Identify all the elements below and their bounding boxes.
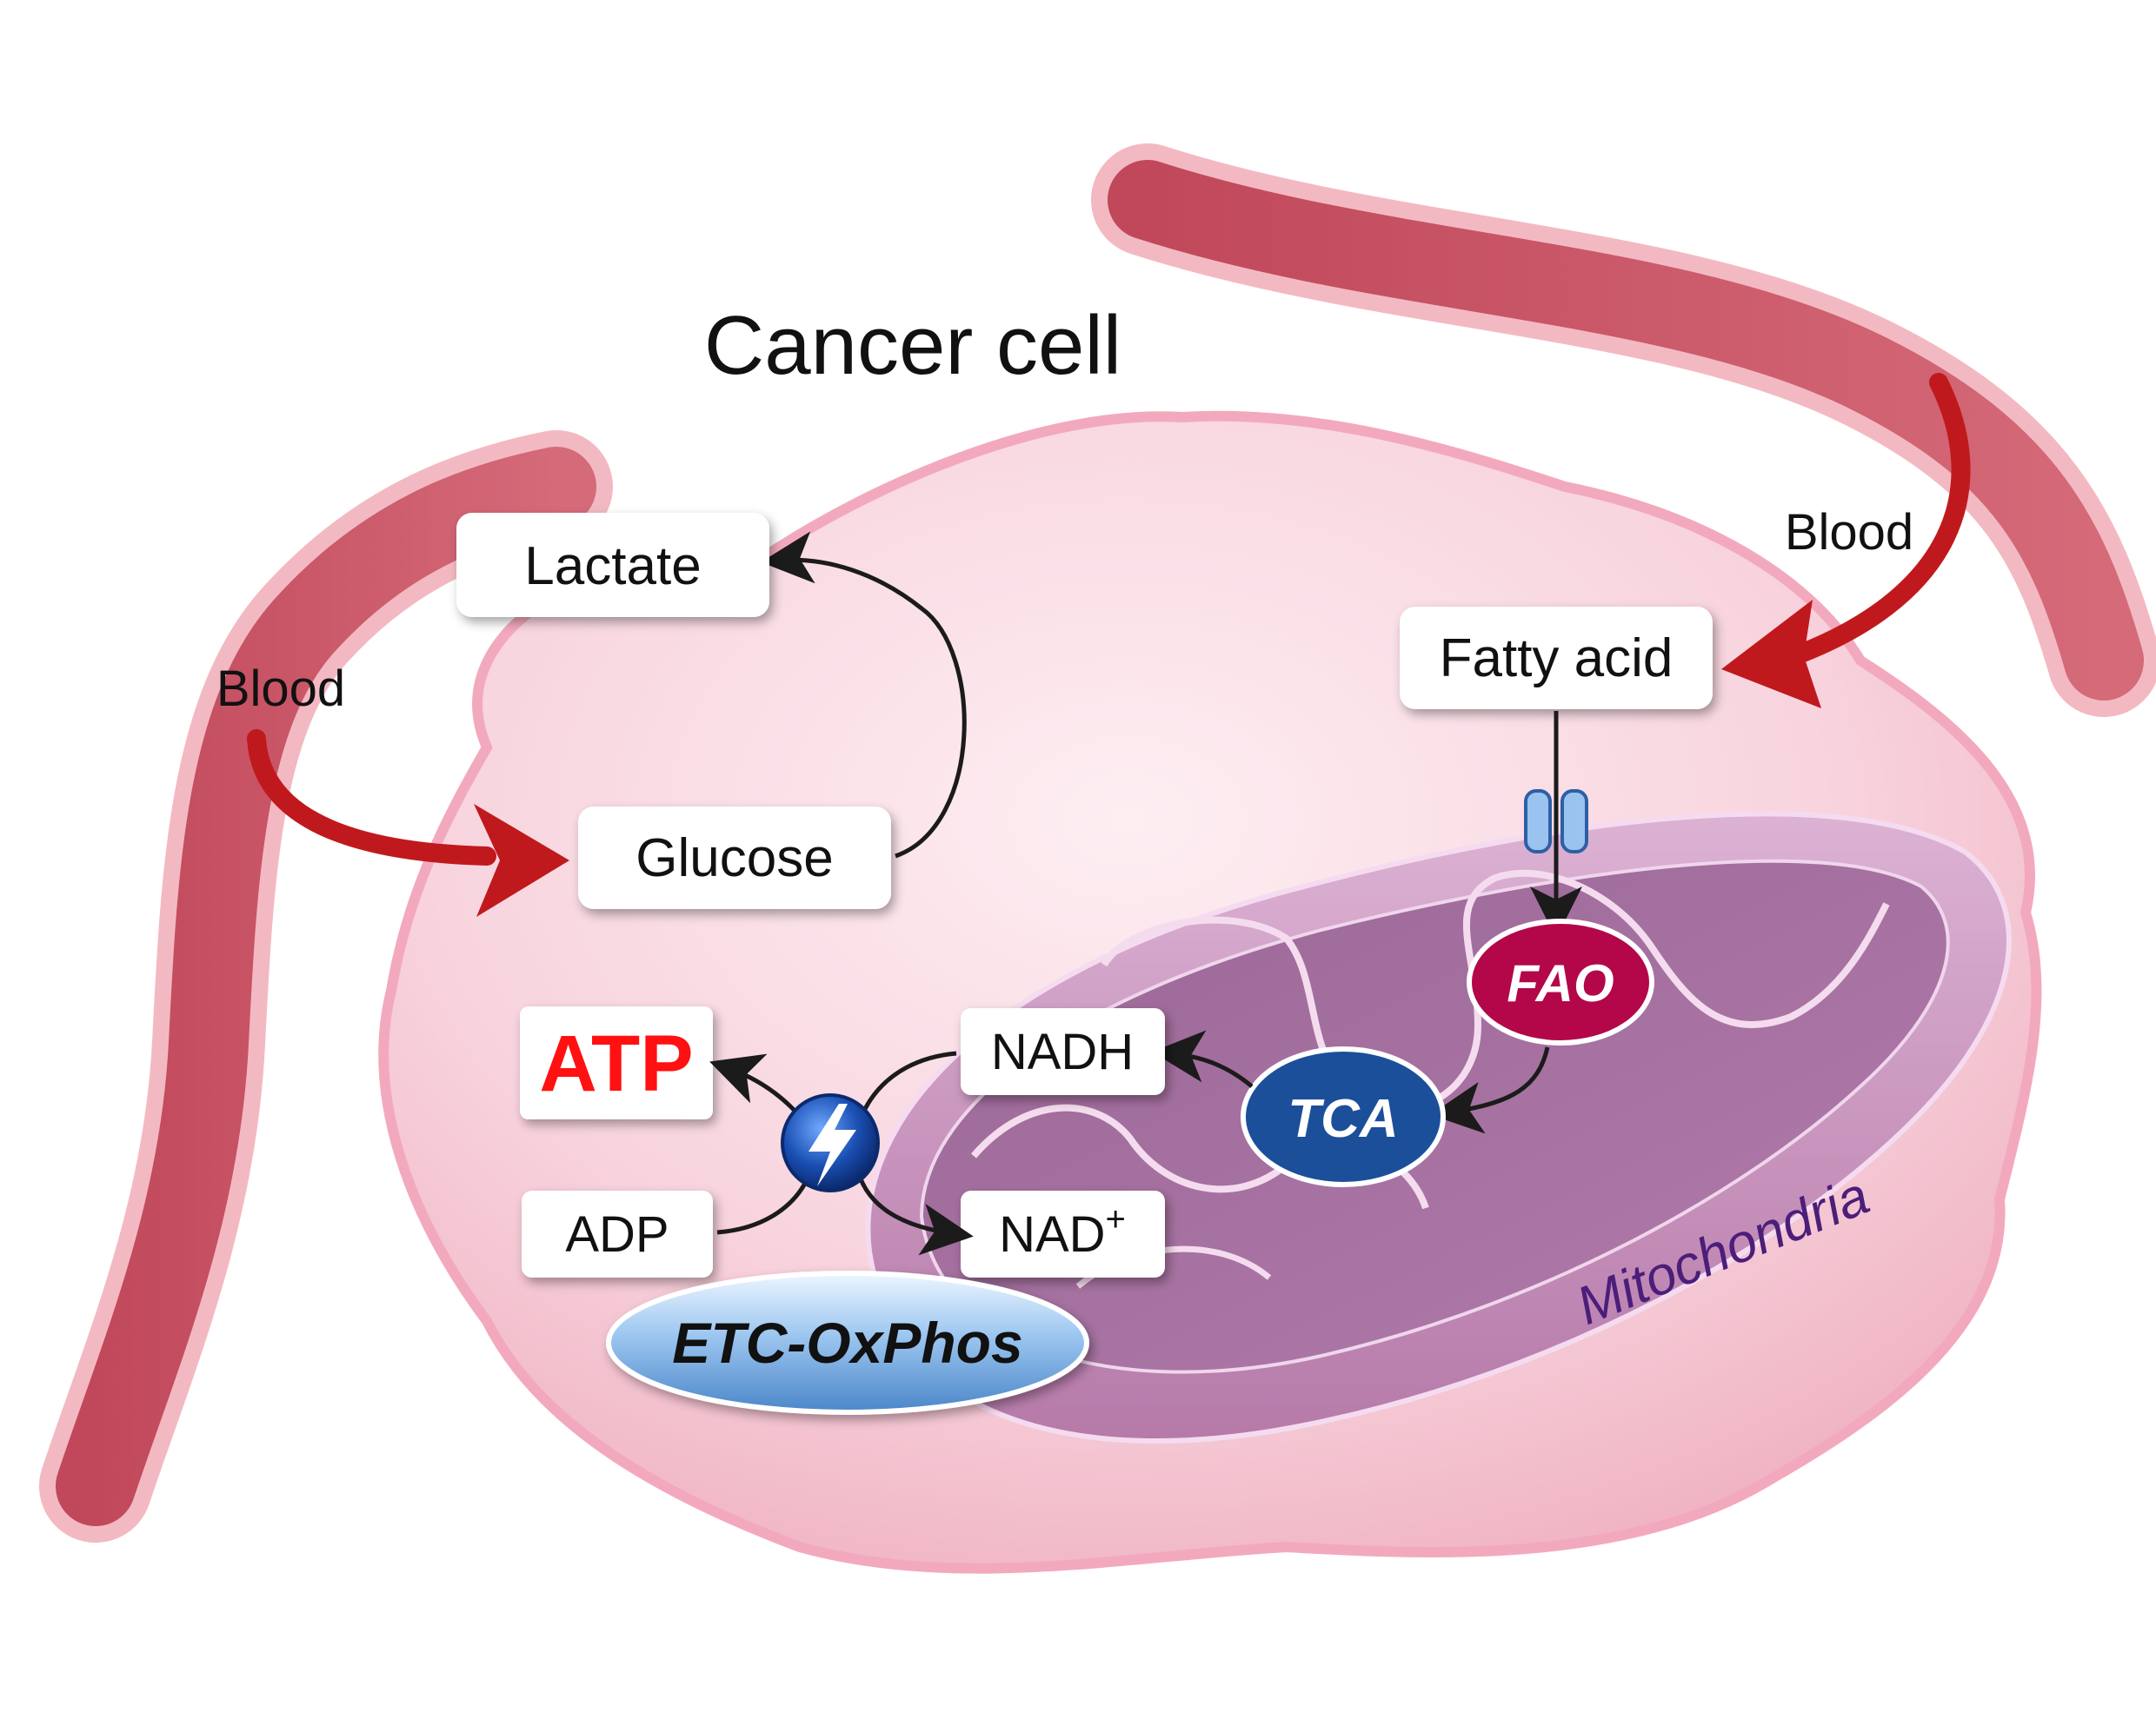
lactate-label: Lactate — [524, 536, 701, 596]
fatty-acid-node: Fatty acid — [1400, 607, 1713, 709]
blood-label-left: Blood — [216, 661, 345, 717]
tca-node: TCA — [1241, 1046, 1446, 1187]
blood-vessel-left — [39, 430, 613, 1543]
adp-label: ADP — [565, 1206, 669, 1263]
atp-node: ATP — [520, 1006, 713, 1119]
glucose-lactate-arrow — [761, 531, 967, 859]
atp-label: ATP — [539, 1019, 693, 1108]
nad-label: NAD — [999, 1206, 1105, 1263]
blood-vessel-right — [1091, 143, 2156, 717]
adp-node: ADP — [522, 1191, 713, 1278]
transporter-channel-icon — [1524, 789, 1588, 853]
blood-label-right: Blood — [1785, 504, 1913, 561]
nadh-node: NADH — [961, 1008, 1165, 1095]
blood-flow-arrow-left — [247, 729, 569, 917]
etc-oxphos-node: ETC-OxPhos — [606, 1271, 1089, 1415]
etc-oxphos-label: ETC-OxPhos — [672, 1311, 1022, 1375]
nad-plus-node: NAD+ — [961, 1191, 1165, 1278]
fatty-acid-label: Fatty acid — [1440, 628, 1674, 688]
nadh-label: NADH — [991, 1024, 1134, 1080]
tca-label: TCA — [1288, 1089, 1398, 1149]
blood-flow-arrow-right — [1721, 373, 1971, 708]
fao-node: FAO — [1467, 919, 1654, 1046]
fao-label: FAO — [1507, 954, 1614, 1013]
glucose-node: Glucose — [578, 807, 891, 909]
page-title: Cancer cell — [704, 299, 1121, 392]
lactate-node: Lactate — [456, 513, 769, 617]
glucose-label: Glucose — [635, 828, 833, 888]
fao-to-tca-arrow — [1430, 1046, 1550, 1134]
tca-to-nadh-arrow — [1152, 1030, 1254, 1088]
lightning-icon — [781, 1093, 880, 1192]
nad-superscript: + — [1106, 1200, 1126, 1238]
nad-plus-text: NAD+ — [999, 1200, 1126, 1263]
